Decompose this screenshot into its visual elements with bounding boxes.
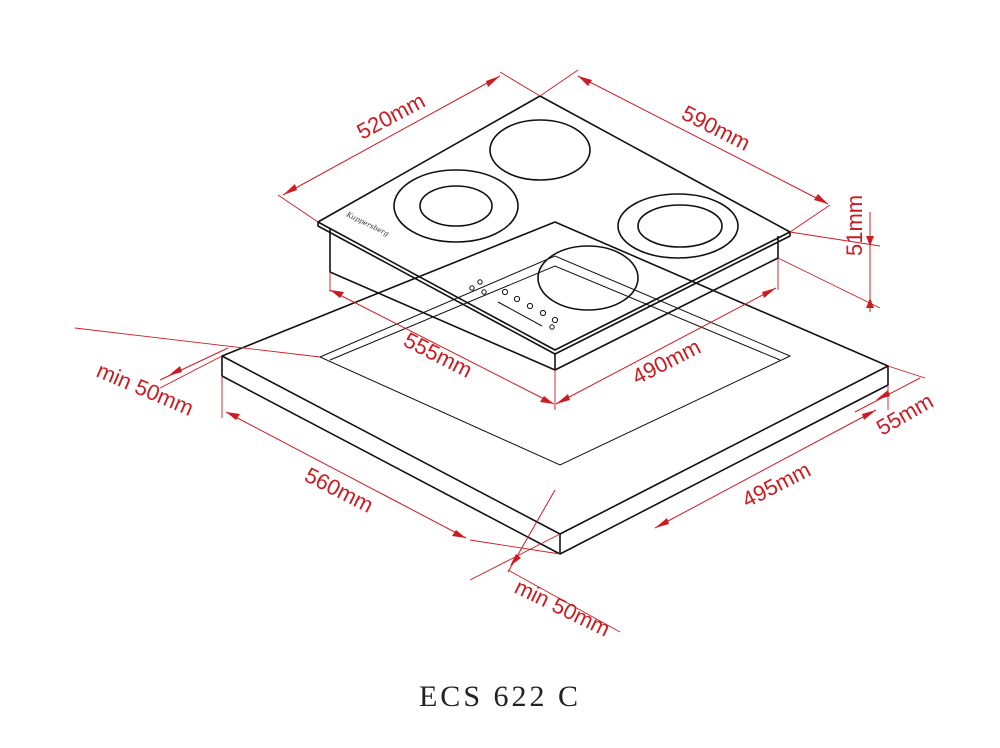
label-hob-depth: 590mm: [678, 100, 755, 156]
cooking-zone-left: [393, 169, 519, 243]
cooking-zone-front: [537, 245, 639, 311]
dim-line-cutout-width: [329, 289, 555, 405]
model-label: ECS 622 C: [418, 680, 582, 713]
cooking-zone-rear: [489, 119, 591, 181]
label-cutout-depth: 490mm: [628, 334, 705, 390]
label-worktop-depth: 495mm: [738, 457, 815, 513]
brand-mark: Kuppersberg: [344, 210, 390, 238]
dim-line-hob-width: [282, 75, 501, 196]
control-panel: [469, 279, 559, 330]
label-worktop-width: 560mm: [301, 462, 378, 518]
dim-line-cutout-depth: [555, 287, 777, 405]
dimension-lines: [74, 69, 926, 633]
cooking-zone-right: [617, 193, 739, 259]
label-cutout-width: 555mm: [400, 327, 477, 383]
worktop-cutout: [318, 255, 792, 466]
label-hob-height: 51mm: [842, 195, 867, 256]
label-min-clearance-front: min 50mm: [511, 574, 614, 641]
dim-line-worktop-width: [225, 411, 467, 539]
dim-line-hob-depth: [577, 75, 829, 205]
label-min-clearance-left: min 50mm: [93, 358, 197, 421]
dim-line-worktop-depth: [654, 409, 877, 529]
